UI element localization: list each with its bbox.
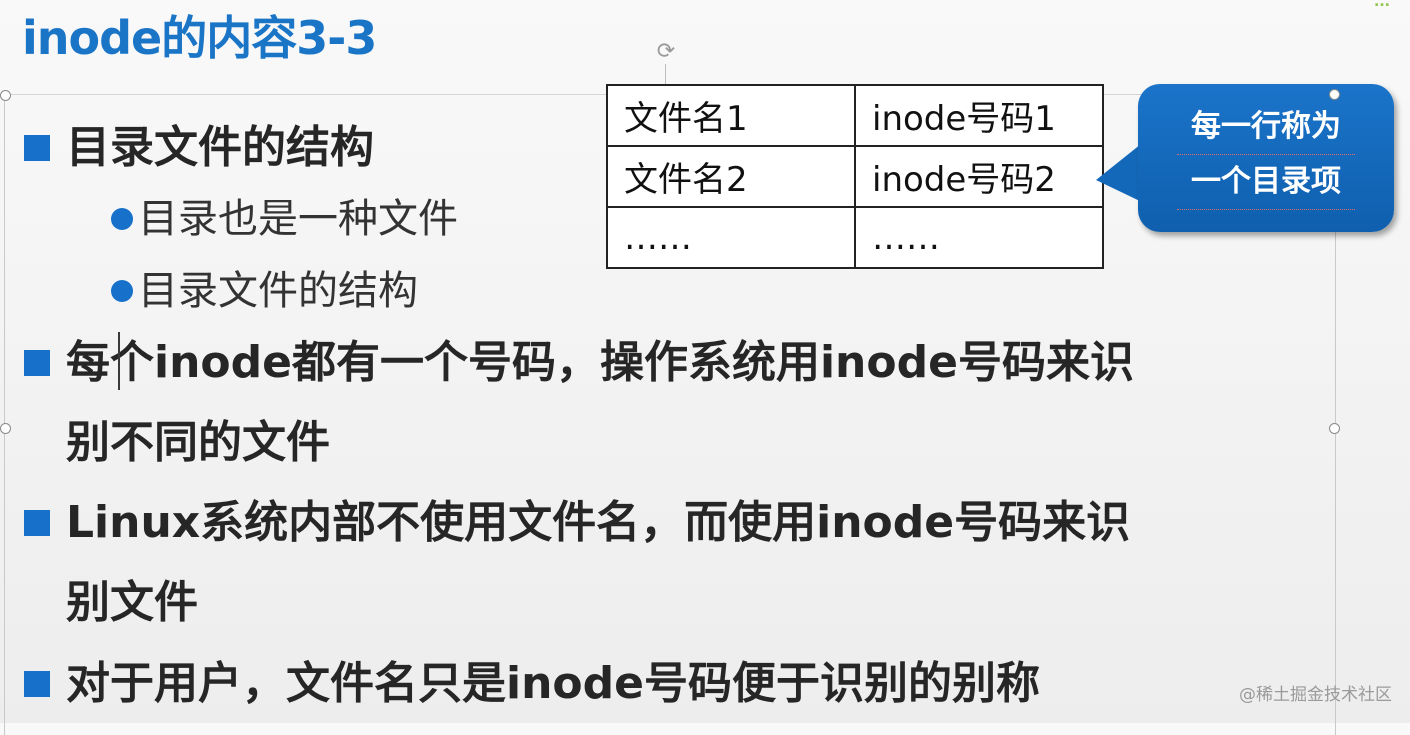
callout-line-1: 每一行称为 bbox=[1177, 100, 1355, 155]
text-cursor bbox=[118, 332, 120, 390]
resize-handle-top-left[interactable] bbox=[0, 90, 11, 101]
bullet-square-icon bbox=[24, 510, 50, 536]
sub-bullet-directory-structure[interactable]: 目录文件的结构 bbox=[138, 268, 418, 314]
watermark-text: @稀土掘金技术社区 bbox=[1239, 685, 1392, 705]
bullet-filename-alias[interactable]: 对于用户，文件名只是inode号码便于识别的别称 bbox=[66, 658, 1040, 709]
bullet-square-icon bbox=[24, 135, 50, 161]
resize-handle-middle-left[interactable] bbox=[0, 423, 11, 434]
bullet-inode-number-line2[interactable]: 别不同的文件 bbox=[66, 417, 330, 468]
sub-bullet-directory-is-file[interactable]: 目录也是一种文件 bbox=[138, 196, 458, 242]
directory-entry-table[interactable]: 文件名1 inode号码1 文件名2 inode号码2 …… …… bbox=[606, 84, 1104, 269]
bullet-dot-icon bbox=[111, 208, 133, 230]
table-row: 文件名2 inode号码2 bbox=[606, 145, 1104, 208]
rotate-handle-stem bbox=[665, 64, 666, 90]
bullet-square-icon bbox=[24, 671, 50, 697]
table-cell-inode[interactable]: …… bbox=[854, 206, 1104, 269]
callout-line-2: 一个目录项 bbox=[1177, 155, 1355, 210]
table-row: 文件名1 inode号码1 bbox=[606, 84, 1104, 147]
bullet-dot-icon bbox=[111, 280, 133, 302]
table-cell-inode[interactable]: inode号码1 bbox=[854, 84, 1104, 147]
table-cell-inode[interactable]: inode号码2 bbox=[854, 145, 1104, 208]
table-cell-filename[interactable]: 文件名2 bbox=[606, 145, 856, 208]
callout-resize-handle[interactable] bbox=[1329, 89, 1340, 100]
table-cell-filename[interactable]: 文件名1 bbox=[606, 84, 856, 147]
bullet-directory-structure[interactable]: 目录文件的结构 bbox=[66, 122, 374, 173]
callout-pointer bbox=[1096, 140, 1146, 204]
callout-text: 每一行称为 一个目录项 bbox=[1138, 100, 1394, 210]
bullet-linux-inode-line1[interactable]: Linux系统内部不使用文件名，而使用inode号码来识 bbox=[66, 497, 1131, 548]
callout-bubble[interactable] bbox=[1138, 84, 1394, 232]
bullet-linux-inode-line2[interactable]: 别文件 bbox=[66, 577, 198, 628]
slide-title[interactable]: inode的内容3-3 bbox=[22, 11, 377, 65]
rotate-handle-icon[interactable]: ⟳ bbox=[656, 39, 676, 64]
brand-logo: ... bbox=[1374, 0, 1390, 10]
resize-handle-middle-right[interactable] bbox=[1329, 423, 1340, 434]
table-cell-filename[interactable]: …… bbox=[606, 206, 856, 269]
bullet-square-icon bbox=[24, 350, 50, 376]
bullet-inode-number-line1[interactable]: 每个inode都有一个号码，操作系统用inode号码来识 bbox=[66, 337, 1134, 388]
table-row: …… …… bbox=[606, 206, 1104, 269]
